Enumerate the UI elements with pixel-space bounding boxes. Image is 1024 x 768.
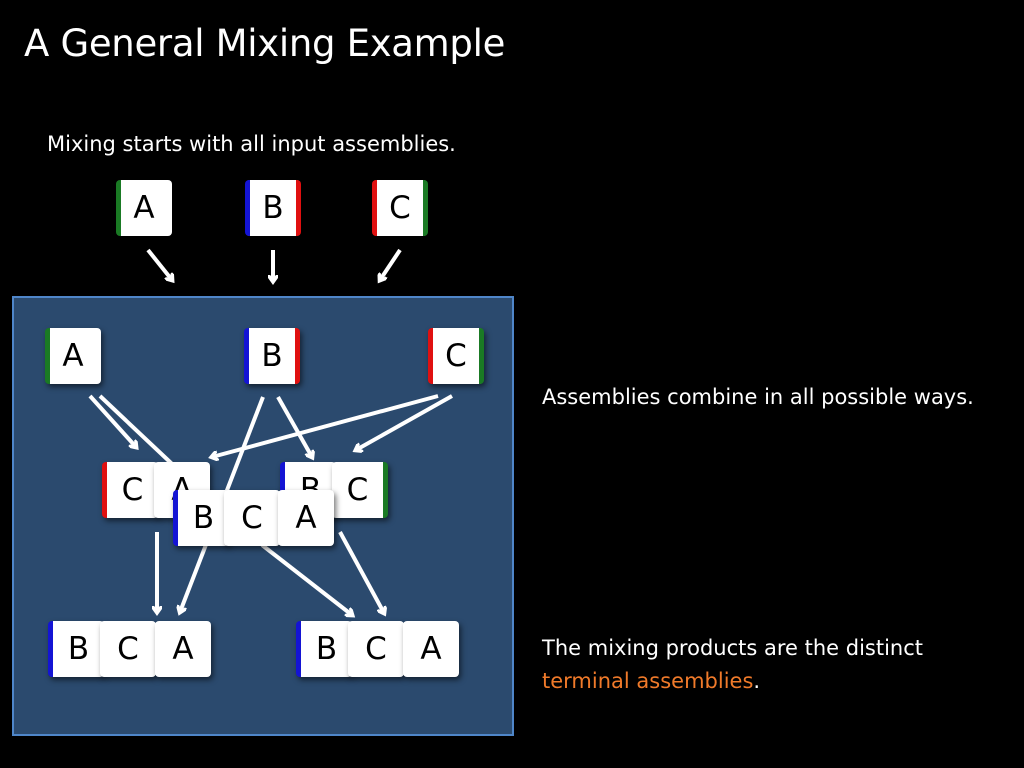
caption-products-period: . bbox=[753, 669, 761, 693]
slide-title: A General Mixing Example bbox=[24, 22, 506, 65]
mix-tile-a: A bbox=[45, 328, 101, 384]
terminal-right-tile-a: A bbox=[403, 621, 459, 677]
pair-bc-tile-c: C bbox=[332, 462, 388, 518]
pair-ca-tile-c: C bbox=[102, 462, 158, 518]
caption-mixing-start: Mixing starts with all input assemblies. bbox=[47, 132, 456, 156]
triple-mid-tile-b: B bbox=[173, 490, 229, 546]
caption-products-highlight: terminal assemblies bbox=[542, 669, 754, 693]
input-tile-c: C bbox=[372, 180, 428, 236]
mix-tile-b: B bbox=[244, 328, 300, 384]
caption-products-text: The mixing products are the distinct bbox=[542, 636, 924, 660]
terminal-right-tile-b: B bbox=[296, 621, 352, 677]
triple-mid-tile-c: C bbox=[224, 490, 280, 546]
mix-tile-c: C bbox=[428, 328, 484, 384]
input-tile-b: B bbox=[245, 180, 301, 236]
terminal-left-tile-a: A bbox=[155, 621, 211, 677]
terminal-right-tile-c: C bbox=[348, 621, 404, 677]
arrow-input-c bbox=[380, 248, 402, 280]
caption-products: The mixing products are the distinct ter… bbox=[542, 632, 1012, 698]
terminal-left-tile-c: C bbox=[100, 621, 156, 677]
triple-mid-tile-a: A bbox=[278, 490, 334, 546]
caption-combine: Assemblies combine in all possible ways. bbox=[542, 385, 974, 409]
arrow-input-a bbox=[146, 248, 172, 280]
input-tile-a: A bbox=[116, 180, 172, 236]
terminal-left-tile-b: B bbox=[48, 621, 104, 677]
